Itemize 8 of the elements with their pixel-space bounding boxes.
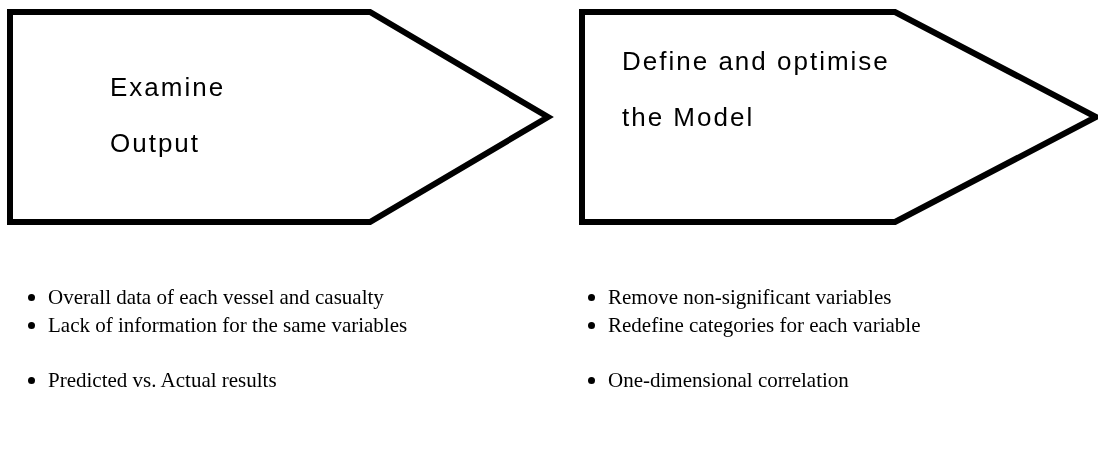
bullet-text: Lack of information for the same variables bbox=[48, 312, 409, 338]
step-title: Define and optimise the Model bbox=[622, 45, 891, 134]
step-title: Examine Output bbox=[110, 71, 227, 160]
bullet-text: One-dimensional correlation bbox=[608, 367, 850, 393]
bullet-text: Redefine categories for each variable bbox=[608, 312, 922, 338]
bullet-text: Overall data of each vessel and casualty bbox=[48, 284, 385, 310]
bullet-text: Remove non-significant variables bbox=[608, 284, 893, 310]
bullet-text: Predicted vs. Actual results bbox=[48, 367, 278, 393]
